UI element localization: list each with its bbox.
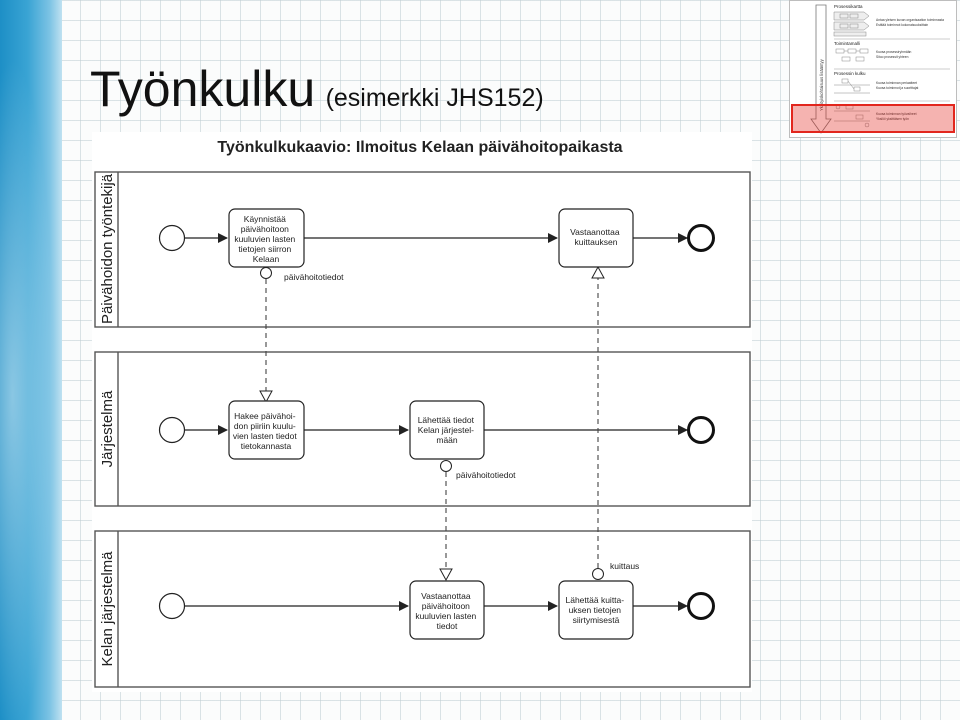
thumbnail-down-arrow xyxy=(810,4,832,134)
thumbnail-bullet: Yksilöi yksittäisen työn xyxy=(876,117,909,121)
task-box xyxy=(558,580,634,640)
thumbnail-bullet: Kuvaa prosessiryhmään xyxy=(876,50,912,54)
task-label-line: kuuluvien lasten xyxy=(415,611,476,621)
task-label-line: tietojen siirron xyxy=(238,244,291,254)
lane-label: Järjestelmä xyxy=(99,390,116,467)
task-label-line: Hakee päivähoi- xyxy=(234,411,296,421)
workflow-diagram-svg: Työnkulkukaavio: Ilmoitus Kelaan päiväho… xyxy=(94,139,751,688)
thumbnail-bullet: Sitoo prosessit yhteen xyxy=(876,55,909,59)
end-event xyxy=(687,592,715,620)
thumbnail-bullet: Esittää toiminnot kokonaisuuksittain xyxy=(876,23,928,27)
task-label-line: siirtymisestä xyxy=(573,615,620,625)
task-label: Vastaanottaa päivähoitoon kuuluvien last… xyxy=(415,591,478,631)
task-label-line: don piiriin kuulu- xyxy=(234,421,296,431)
lane-label: Kelan järjestelmä xyxy=(99,551,116,667)
task-label-line: Lähettää tiedot xyxy=(418,415,475,425)
task-box xyxy=(228,400,305,460)
start-event xyxy=(158,224,186,252)
task-label-line: Vastaanottaa xyxy=(570,227,620,237)
task-label-line: mään xyxy=(436,435,458,445)
thumbnail-section-title: Prosessin kulku xyxy=(834,71,866,76)
thumbnail-workflow-sketch xyxy=(834,104,870,128)
thumbnail-side-label: Yksityiskohtaisuus lisääntyy xyxy=(819,58,824,111)
task-label: Vastaanottaa kuittauksen xyxy=(570,227,622,247)
task-label-line: Kelan järjestel- xyxy=(418,425,474,435)
thumbnail-section-title: Prosessikartta xyxy=(834,4,863,9)
task-label-line: tietokannasta xyxy=(241,441,292,451)
thumbnail-section-title: Toimintamalli xyxy=(834,41,860,46)
thumbnail-bullet: Kuvaa toiminnan työvaiheet xyxy=(876,112,917,116)
task-label: Lähettää tiedot Kelan järjestel- mään xyxy=(418,415,477,445)
thumbnail-bullet: Antaa yleisen kuvan organisaation toimin… xyxy=(876,18,944,22)
start-event xyxy=(158,416,186,444)
task-label-line: Käynnistää xyxy=(244,214,286,224)
left-band-gloss xyxy=(0,0,62,720)
message-source-circle xyxy=(440,460,452,472)
task-label-line: Vastaanottaa xyxy=(421,591,471,601)
overview-thumbnail: Yksityiskohtaisuus lisääntyy Prosessikar… xyxy=(789,0,957,138)
task-label-line: uksen tietojen xyxy=(569,605,622,615)
message-label: päivähoitotiedot xyxy=(284,272,344,282)
thumbnail-bullet: Kuvaa toiminnot ja suorittajat xyxy=(876,86,918,90)
thumbnail-process-flow-sketch xyxy=(834,78,870,94)
message-source-circle xyxy=(592,568,604,580)
message-arrowhead xyxy=(259,390,273,404)
task-label-line: vien lasten tiedot xyxy=(233,431,297,441)
lane-paivahoidon-tyontekija: Päivähoidon työntekijä xyxy=(94,171,751,328)
task-label: Lähettää kuitta- uksen tietojen siirtymi… xyxy=(566,595,627,625)
thumbnail-highlight xyxy=(791,104,955,133)
slide-title: Työnkulku (esimerkki JHS152) xyxy=(90,60,544,118)
left-decorative-band xyxy=(0,0,62,720)
task-label-line: Kelaan xyxy=(253,254,280,264)
message-label: päivähoitotiedot xyxy=(456,470,516,480)
task-box xyxy=(228,208,305,268)
task-box xyxy=(558,208,634,268)
thumbnail-operating-model-sketch xyxy=(835,48,869,62)
diagram-title: Työnkulkukaavio: Ilmoitus Kelaan päiväho… xyxy=(217,139,622,156)
task-label-line: kuuluvien lasten xyxy=(234,234,295,244)
message-arrowhead xyxy=(591,265,605,279)
task-label: Käynnistää päivähoitoon kuuluvien lasten… xyxy=(234,214,297,264)
end-event xyxy=(687,416,715,444)
thumbnail-bullet: Kuvaa toiminnan periaatteet xyxy=(876,81,917,85)
workflow-diagram: Työnkulkukaavio: Ilmoitus Kelaan päiväho… xyxy=(92,132,752,692)
message-arrowhead xyxy=(439,568,453,582)
task-label-line: tiedot xyxy=(437,621,458,631)
task-label-line: Lähettää kuitta- xyxy=(566,595,625,605)
task-box xyxy=(409,580,485,640)
lane-label: Päivähoidon työntekijä xyxy=(99,173,116,324)
task-label-line: päivähoitoon xyxy=(422,601,470,611)
task-label-line: kuittauksen xyxy=(575,237,618,247)
start-event xyxy=(158,592,186,620)
slide-title-subtitle: (esimerkki JHS152) xyxy=(325,84,544,112)
task-label: Hakee päivähoi- don piiriin kuulu- vien … xyxy=(233,411,299,451)
task-box xyxy=(409,400,485,460)
end-event xyxy=(687,224,715,252)
thumbnail-graphic: Yksityiskohtaisuus lisääntyy Prosessikar… xyxy=(810,4,950,134)
message-label: kuittaus xyxy=(610,561,639,571)
task-label-line: päivähoitoon xyxy=(241,224,289,234)
message-source-circle xyxy=(260,267,272,279)
thumbnail-process-map-sketch xyxy=(833,11,870,37)
slide-title-main: Työnkulku xyxy=(90,61,316,117)
